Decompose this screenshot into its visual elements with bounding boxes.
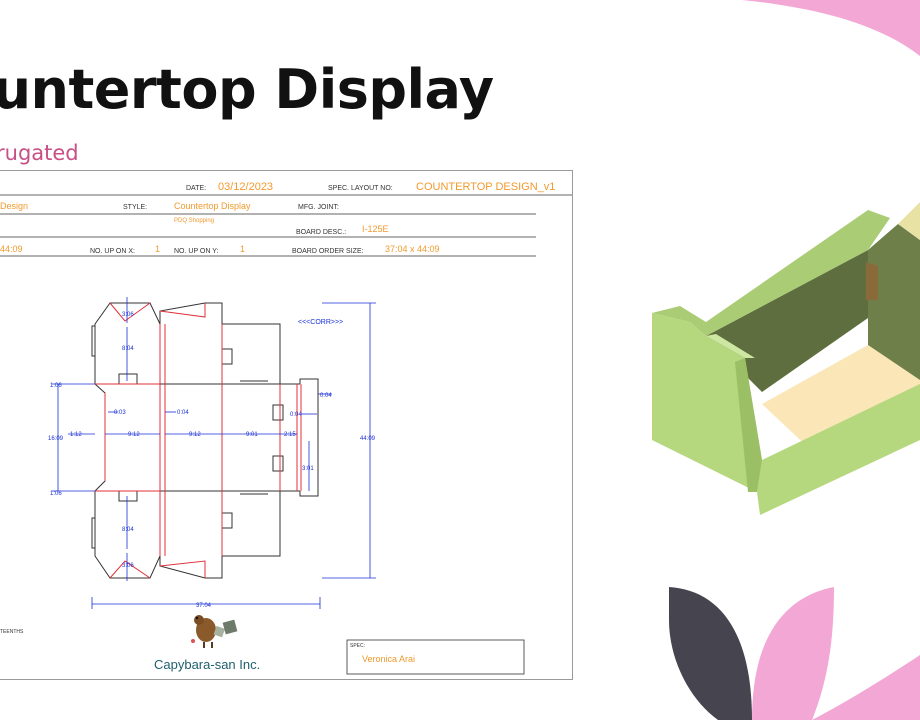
dim-003: 0:03 — [114, 410, 126, 416]
slide-subtitle: rugated — [0, 141, 79, 165]
dim-004-b: 0:04 — [290, 412, 302, 418]
board-desc-label: BOARD DESC.: — [296, 229, 346, 236]
dark-leaf-shape — [669, 587, 752, 720]
back-wall-top-edge — [652, 210, 890, 336]
design-name-fragment: Design — [0, 201, 28, 211]
dim-912-a: 9:12 — [128, 432, 140, 438]
dim-106-bot: 1:06 — [50, 491, 62, 497]
left-wall — [652, 313, 762, 492]
board-order-label: BOARD ORDER SIZE: — [292, 248, 364, 255]
dim-912-b: 9:12 — [189, 432, 201, 438]
top-flap-middle — [159, 302, 281, 384]
dim-306-bot: 3:06 — [122, 563, 134, 569]
style-value: Countertop Display — [174, 201, 251, 211]
corrugation-direction-label: <<<CORR>>> — [298, 319, 343, 326]
front-panel-edge — [735, 358, 762, 492]
board-order-value: 37:04 x 44:09 — [385, 244, 440, 254]
units-fragment: TEENTHS — [0, 629, 24, 635]
dim-1609: 16:09 — [48, 436, 64, 442]
left-glue-flap — [94, 383, 106, 492]
dim-004-c: 0:04 — [320, 393, 332, 399]
front-panel — [757, 384, 920, 515]
spec-layout-value: COUNTERTOP DESIGN_v1 — [416, 181, 555, 193]
pink-swoosh-top — [742, 0, 920, 56]
spec-box — [346, 639, 525, 675]
dim-215: 2:15 — [284, 432, 296, 438]
right-corner-tab — [898, 202, 920, 240]
spec-layout-label: SPEC. LAYOUT NO: — [328, 185, 393, 192]
up-on-x-value: 1 — [155, 244, 160, 254]
date-label: DATE: — [186, 185, 206, 192]
capybara-logo-icon — [191, 615, 238, 648]
dim-301: 3:01 — [302, 466, 314, 472]
right-wall-inner — [868, 224, 920, 380]
dim-112: 1:12 — [70, 432, 82, 438]
pink-sweep-bottom — [812, 655, 920, 720]
dim-4409: 44:09 — [360, 436, 376, 442]
dieline-crease-lines — [95, 302, 302, 579]
board-desc-value: I-125E — [362, 224, 389, 234]
up-on-x-label: NO. UP ON X: — [90, 248, 135, 255]
company-name: Capybara-san Inc. — [154, 657, 260, 672]
up-on-y-label: NO. UP ON Y: — [174, 248, 219, 255]
up-on-y-value: 1 — [240, 244, 245, 254]
spec-label: SPEC: — [350, 643, 365, 649]
dieline-spec-sheet: DATE: 03/12/2023 SPEC. LAYOUT NO: COUNTE… — [0, 170, 573, 680]
bottom-flap-middle — [159, 491, 281, 579]
dim-3704: 37:04 — [196, 603, 212, 609]
date-value: 03/12/2023 — [218, 181, 273, 193]
dieline-cut-lines — [91, 302, 319, 579]
spec-value: Veronica Arai — [362, 654, 415, 664]
side-slot — [866, 262, 878, 300]
pink-leaf-shape — [752, 587, 834, 720]
dim-306-top: 3:06 — [122, 312, 134, 318]
mfg-joint-label: MFG. JOINT: — [298, 204, 339, 211]
slide-title: ountertop Display — [0, 58, 494, 121]
right-end-panel — [299, 378, 319, 497]
left-wall-rim — [706, 334, 755, 358]
dim-804-top: 8:04 — [122, 346, 134, 352]
header-rules — [0, 194, 572, 257]
countertop-display-3d-render — [652, 202, 920, 515]
dim-804-bot: 8:04 — [122, 527, 134, 533]
dimension-lines — [52, 297, 376, 609]
dim-901: 9:01 — [246, 432, 258, 438]
dim-106-top: 1:06 — [50, 383, 62, 389]
dim-004-a: 0:04 — [177, 410, 189, 416]
style-subvalue: PDQ Shopping — [174, 218, 214, 224]
size-fragment: 44:09 — [0, 244, 23, 254]
style-label: STYLE: — [123, 204, 147, 211]
